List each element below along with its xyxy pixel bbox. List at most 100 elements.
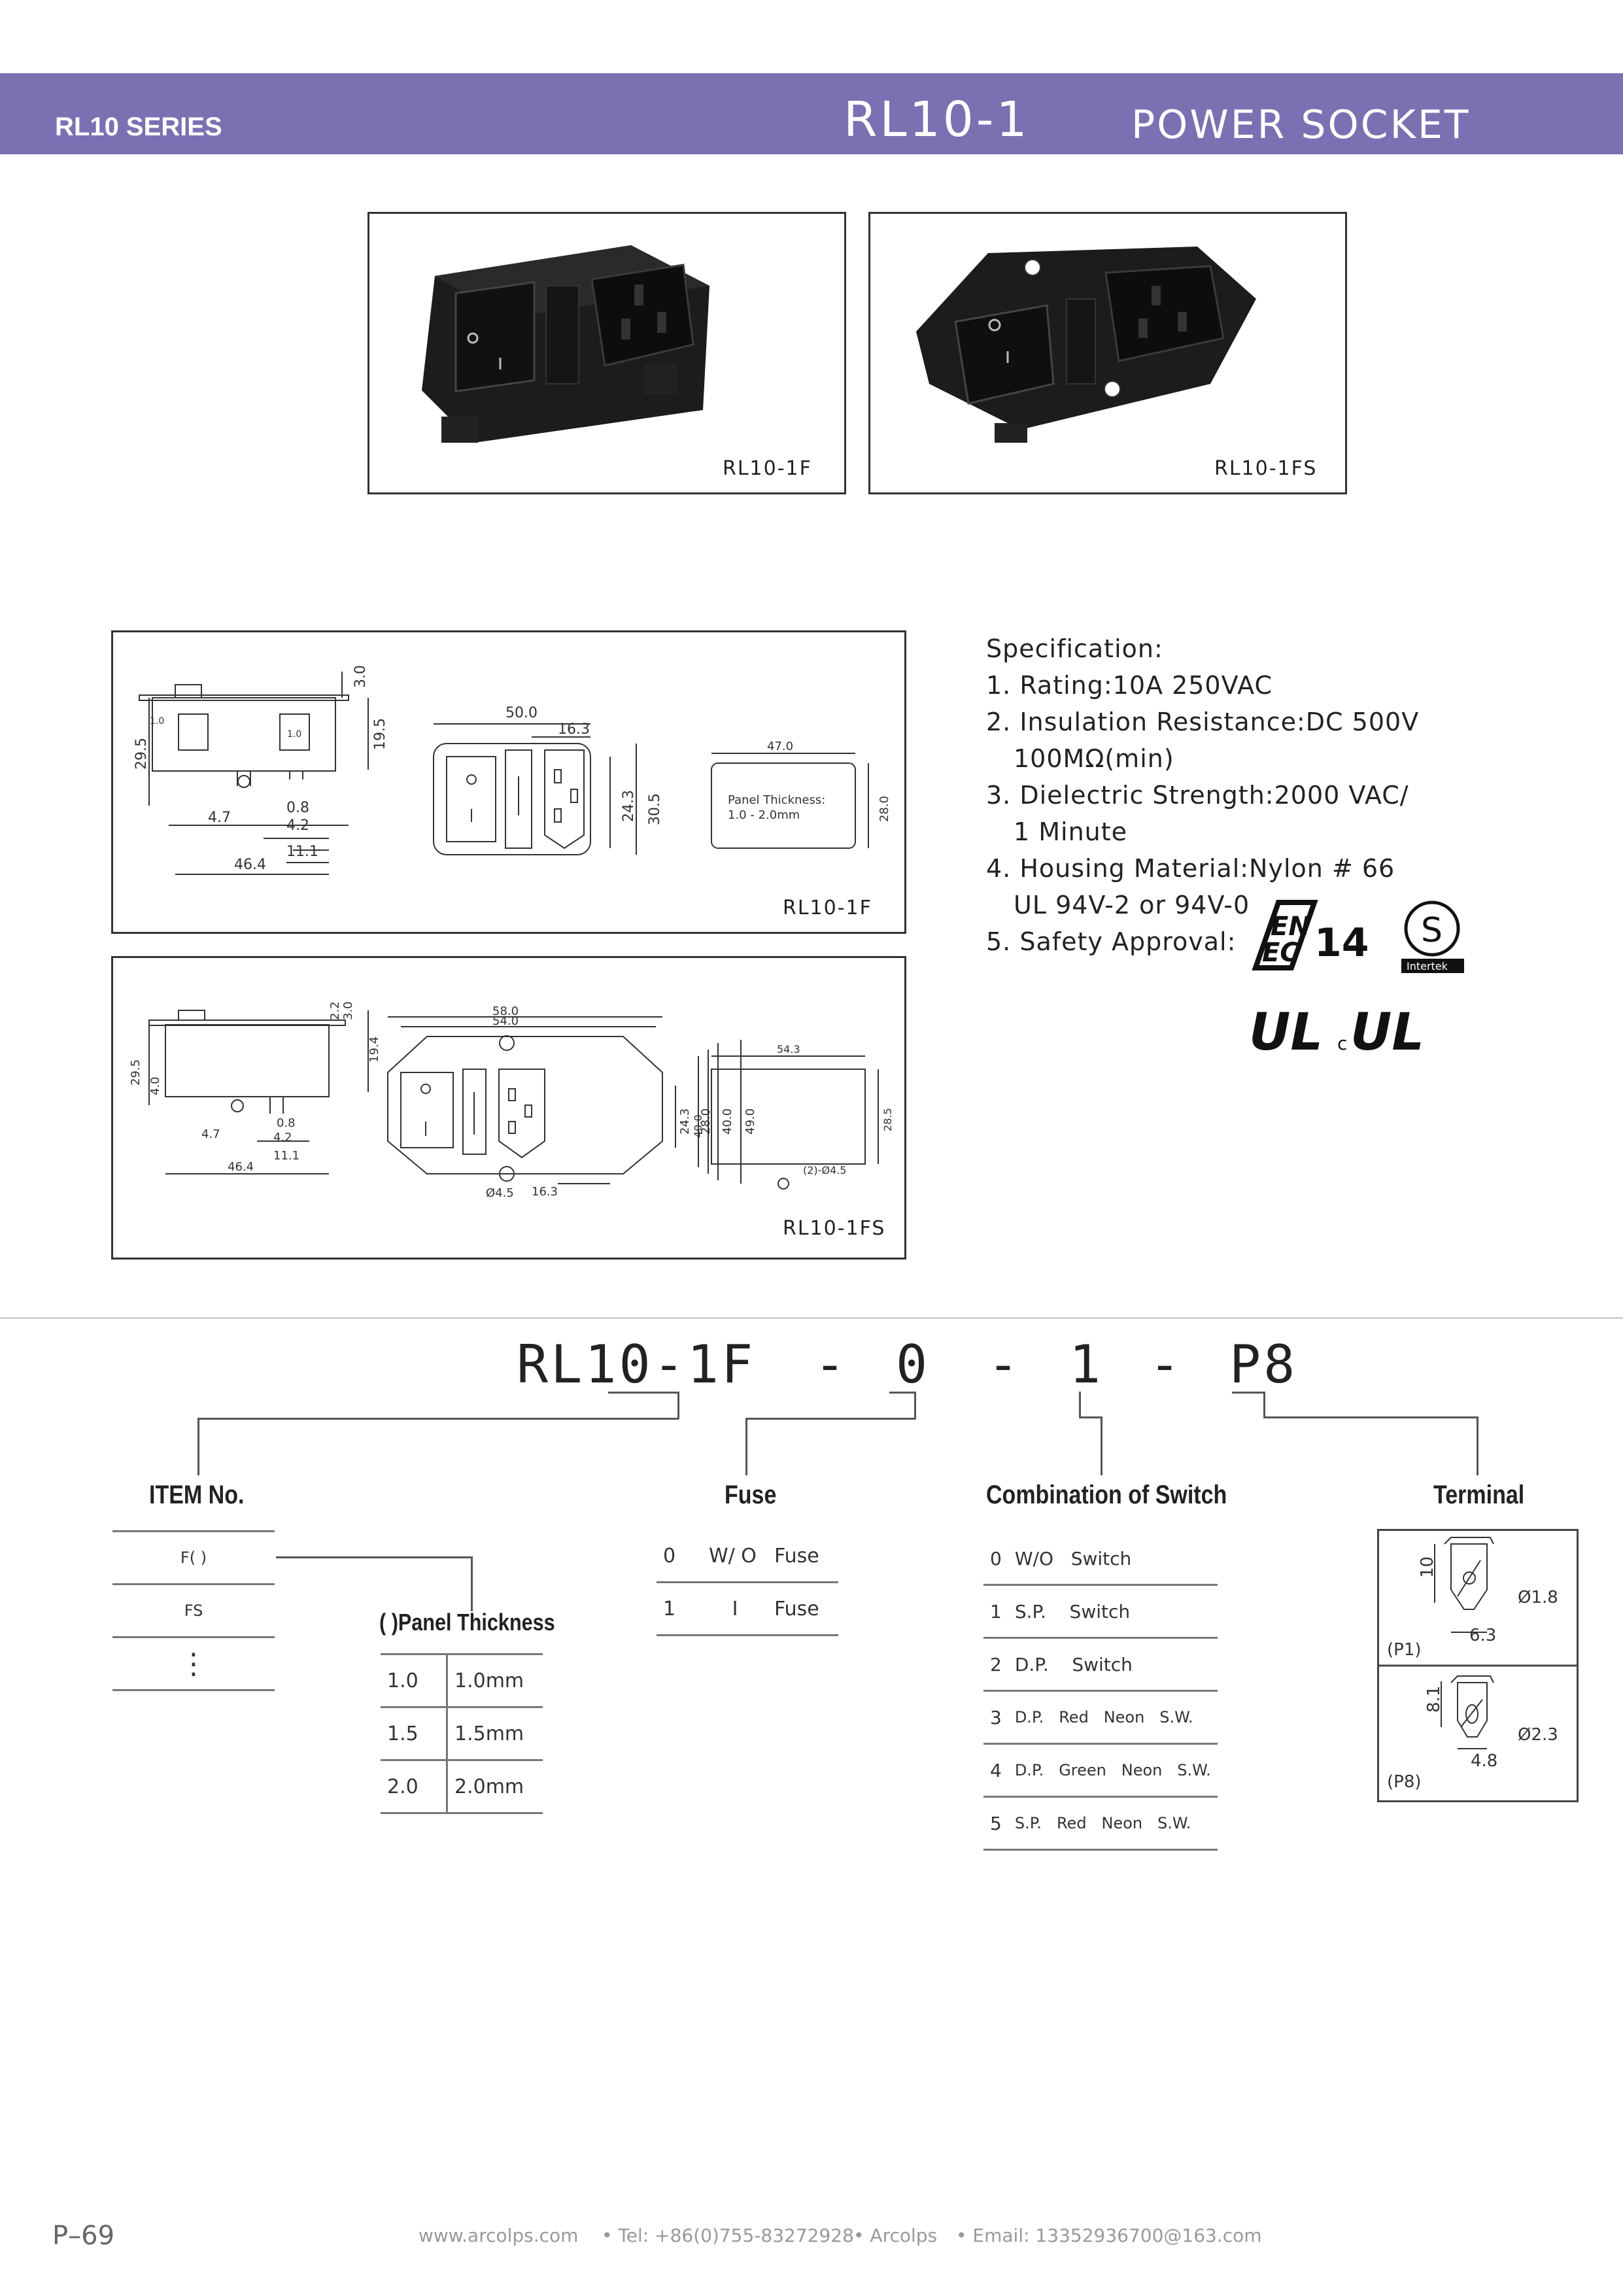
dim-fs-28-0: 28.0: [699, 1108, 713, 1135]
socket-photo-fs: [916, 247, 1256, 443]
switch-mark-left: 1.0: [150, 716, 164, 727]
svg-text:UL: UL: [1249, 1003, 1323, 1059]
series-label: RL10 SERIES: [55, 112, 222, 141]
dim-f-3-0: 3.0: [352, 665, 369, 688]
footer-website: www.arcolps.com: [419, 2225, 579, 2246]
dim-f-29-5: 29.5: [133, 738, 150, 770]
enec-logo: EN EC 14: [1252, 900, 1369, 970]
dim-f-46-4: 46.4: [234, 857, 266, 873]
terminal-p8-label: (P8): [1387, 1772, 1422, 1792]
header-bar: [0, 73, 1623, 154]
certification-logos: EN EC 14 S Intertek UL c UL: [1249, 900, 1464, 1059]
dim-f-4-7: 4.7: [208, 810, 231, 826]
product-title: POWER SOCKET: [1131, 102, 1471, 148]
spec-line-housing: 4. Housing Material:Nylon # 66: [986, 854, 1395, 883]
dim-f-30-5: 30.5: [647, 793, 663, 825]
terminal-title: Terminal: [1433, 1481, 1525, 1509]
dim-fs-hole-4-5: Ø4.5: [486, 1186, 514, 1200]
dim-fs-11-1: 11.1: [273, 1149, 299, 1163]
dim-fs-0-8: 0.8: [277, 1116, 296, 1130]
dim-fs-40-0: 40.0: [721, 1108, 734, 1135]
dim-fs-24-3: 24.3: [678, 1108, 692, 1135]
dim-f-16-3: 16.3: [558, 721, 590, 738]
terminal-p8-diameter: Ø2.3: [1518, 1725, 1558, 1745]
switch-mark-right: 1.0: [287, 729, 301, 740]
svg-text:c: c: [1337, 1033, 1347, 1054]
table-row: ⋮: [112, 1637, 275, 1691]
drawing-caption-fs: RL10-1FS: [783, 1217, 886, 1240]
terminal-p8-height: 8.1: [1424, 1686, 1444, 1713]
spec-line-insulation-value: 100MΩ(min): [1014, 744, 1174, 773]
dim-f-28-0: 28.0: [878, 796, 891, 822]
page-number: P–69: [52, 2221, 115, 2251]
svg-text:S: S: [1421, 911, 1443, 950]
dim-fs-16-3: 16.3: [532, 1185, 558, 1199]
spec-line-safety: 5. Safety Approval:: [986, 927, 1237, 956]
spec-line-dielectric: 3. Dielectric Strength:2000 VAC/: [986, 781, 1409, 810]
section-divider: [0, 1317, 1623, 1319]
footer-brand: • Arcolps: [853, 2225, 938, 2246]
spec-line-insulation: 2. Insulation Resistance:DC 500V: [986, 708, 1420, 736]
order-code-sep-1: -: [814, 1334, 849, 1395]
dim-f-11-1: 11.1: [286, 844, 318, 860]
order-code-switch: 1: [1069, 1334, 1104, 1395]
dim-fs-4-7: 4.7: [201, 1127, 220, 1141]
photo-rl10-1fs: RL10-1FS: [868, 212, 1347, 494]
dim-fs-54-0: 54.0: [492, 1014, 519, 1028]
terminal-p1-height: 10: [1418, 1556, 1437, 1578]
svg-text:14: 14: [1314, 920, 1369, 966]
dim-fs-3-0: 3.0: [341, 1001, 355, 1020]
dim-f-19-5: 19.5: [372, 718, 388, 750]
dim-fs-19-4: 19.4: [367, 1037, 381, 1063]
fuse-title: Fuse: [725, 1481, 777, 1509]
order-code-sep-3: -: [1149, 1334, 1184, 1395]
footer-tel: • Tel: +86(0)755-83272928: [602, 2225, 854, 2246]
table-row: FS: [112, 1584, 275, 1638]
panel-thickness-title: ( )Panel Thickness: [379, 1609, 555, 1636]
photo-rl10-1f: RL10-1F: [367, 212, 846, 494]
order-code-fuse: 0: [896, 1334, 931, 1395]
svg-text:Intertek: Intertek: [1407, 960, 1448, 972]
dim-fs-54-3: 54.3: [777, 1043, 800, 1055]
svg-text:EN: EN: [1271, 912, 1310, 942]
ul-logos: UL c UL: [1249, 1003, 1424, 1059]
item-no-title: ITEM No.: [149, 1481, 245, 1509]
dim-fs-holes: (2)-Ø4.5: [803, 1164, 846, 1176]
item-no-fs: FS: [112, 1584, 275, 1638]
dim-f-0-8: 0.8: [286, 800, 309, 816]
item-no-table: F( ) FS ⋮: [112, 1530, 275, 1691]
order-code-base: RL10-1F: [517, 1334, 756, 1395]
panel-thickness-label: Panel Thickness:: [728, 793, 825, 807]
footer-email: • Email: 13352936700@163.com: [956, 2225, 1262, 2246]
drawing-rl10-1fs: 2.2 3.0 19.4 29.5 4.0 0.8 4.7 4.2 11.1 4…: [111, 956, 906, 1259]
dim-fs-29-5: 29.5: [129, 1059, 143, 1086]
spec-title: Specification:: [986, 634, 1163, 663]
terminal-p1-diameter: Ø1.8: [1518, 1588, 1558, 1607]
item-no-more: ⋮: [112, 1637, 275, 1691]
panel-thickness-range: 1.0 - 2.0mm: [728, 808, 800, 822]
photo-caption-f: RL10-1F: [723, 457, 812, 480]
dim-f-47-0: 47.0: [767, 740, 793, 753]
terminal-p1-label: (P1): [1387, 1640, 1422, 1660]
model-title: RL10-1: [844, 92, 1030, 148]
terminal-drawings: 10 Ø1.8 6.3 (P1) 8.1 Ø2.3 4.8 (P8): [1379, 1537, 1577, 1792]
spec-line-housing-value: UL 94V-2 or 94V-0: [1014, 891, 1250, 919]
dim-fs-28-5: 28.5: [881, 1108, 894, 1131]
drawing-caption-f: RL10-1F: [783, 897, 872, 919]
dimension-drawing-fs: 2.2 3.0 19.4 29.5 4.0 0.8 4.7 4.2 11.1 4…: [129, 1001, 894, 1200]
dim-f-50-0: 50.0: [505, 705, 538, 721]
intertek-s-logo: S Intertek: [1401, 900, 1464, 973]
table-row: F( ): [112, 1531, 275, 1585]
svg-text:EC: EC: [1262, 938, 1299, 968]
